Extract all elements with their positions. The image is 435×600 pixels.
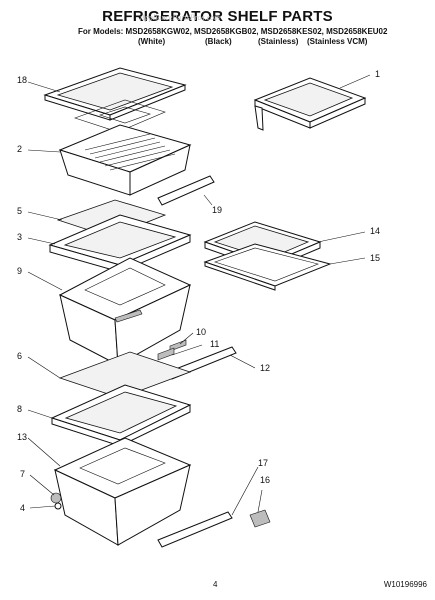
part-16-bracket bbox=[249, 509, 271, 528]
part-8-shelf-frame bbox=[50, 384, 192, 447]
callout-3: 3 bbox=[17, 232, 22, 242]
callout-9: 9 bbox=[17, 266, 22, 276]
callout-14: 14 bbox=[370, 226, 380, 236]
callout-18: 18 bbox=[17, 75, 27, 85]
callout-labels: 18 1 2 19 5 3 14 15 9 10 11 12 6 8 13 7 … bbox=[17, 69, 380, 513]
callout-2: 2 bbox=[17, 144, 22, 154]
callout-13: 13 bbox=[17, 432, 27, 442]
watermark-text: AppliancePartsPros.com bbox=[140, 13, 220, 22]
color-black: (Black) bbox=[205, 37, 232, 46]
part-2-crisper-drawer bbox=[58, 124, 192, 196]
callout-15: 15 bbox=[370, 253, 380, 263]
leader-lines bbox=[27, 74, 371, 516]
page-title: REFRIGERATOR SHELF PARTS bbox=[102, 8, 333, 25]
callout-16: 16 bbox=[260, 475, 270, 485]
callout-6: 6 bbox=[17, 351, 22, 361]
callout-17: 17 bbox=[258, 458, 268, 468]
page-number: 4 bbox=[213, 580, 218, 589]
callout-10: 10 bbox=[196, 327, 206, 337]
part-13-pan-drawer bbox=[53, 437, 192, 546]
callout-1: 1 bbox=[375, 69, 380, 79]
callout-7: 7 bbox=[20, 469, 25, 479]
callout-12: 12 bbox=[260, 363, 270, 373]
callout-19: 19 bbox=[212, 205, 222, 215]
models-line: For Models: MSD2658KGW02, MSD2658KGB02, … bbox=[78, 27, 388, 36]
part-15-shelf-frame bbox=[203, 243, 332, 291]
callout-8: 8 bbox=[17, 404, 22, 414]
part-19-rail bbox=[157, 175, 215, 206]
part-1-glass-shelf bbox=[253, 77, 367, 131]
part-11-clip bbox=[157, 347, 175, 361]
part-7-knob bbox=[50, 492, 62, 504]
part-17-rail bbox=[157, 511, 233, 548]
part-6-glass-insert bbox=[58, 351, 192, 399]
color-stainless: (Stainless) bbox=[258, 37, 299, 46]
callout-11: 11 bbox=[210, 339, 219, 349]
callout-5: 5 bbox=[17, 206, 22, 216]
part-3-shelf-frame bbox=[48, 214, 192, 273]
color-stainless-vcm: (Stainless VCM) bbox=[307, 37, 368, 46]
color-white: (White) bbox=[138, 37, 166, 46]
part-4-screw bbox=[54, 502, 62, 510]
part-18-drawer-frame bbox=[74, 99, 166, 133]
callout-4: 4 bbox=[20, 503, 25, 513]
document-number: W10196996 bbox=[383, 580, 427, 589]
part-18-crisper-cover bbox=[43, 67, 187, 121]
